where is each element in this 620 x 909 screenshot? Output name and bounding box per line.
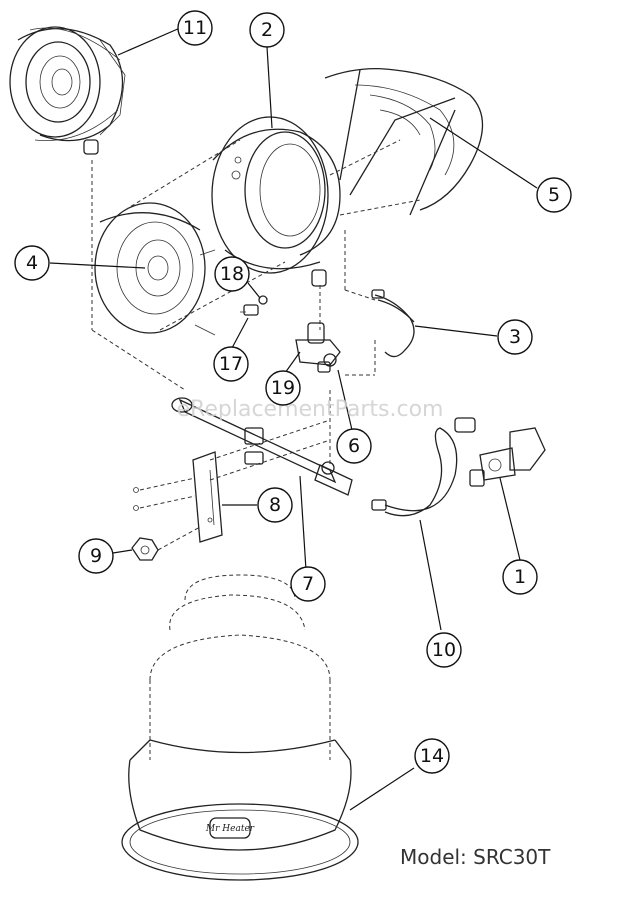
part-10-hose [371, 417, 476, 517]
callout-18-label: 18 [220, 263, 244, 285]
callout-4: 4 [14, 245, 50, 281]
part-5-wire-guard [324, 68, 484, 216]
callout-10-label: 10 [432, 639, 456, 661]
callout-14: 14 [414, 738, 450, 774]
callout-4-label: 4 [26, 252, 38, 274]
part-2-reflector [211, 116, 341, 287]
callout-18: 18 [214, 256, 250, 292]
callout-6: 6 [336, 428, 372, 464]
parts-17-18-fittings [240, 295, 268, 316]
callout-11: 11 [177, 10, 213, 46]
callout-1: 1 [502, 559, 538, 595]
assembly-dashed-lines [91, 139, 421, 481]
callout-1-label: 1 [514, 566, 526, 588]
part-1-regulator [469, 427, 546, 487]
callout-17: 17 [213, 346, 249, 382]
part-19-valve-block [295, 322, 341, 373]
part-9-knob [131, 526, 201, 561]
callout-5-label: 5 [548, 184, 560, 206]
part-11-heater-head [9, 26, 126, 155]
model-label: Model: SRC30T [400, 845, 551, 869]
leader-lines [49, 27, 538, 811]
callout-3-label: 3 [509, 326, 521, 348]
callout-5: 5 [536, 177, 572, 213]
part-4-rear-guard [94, 202, 216, 336]
callout-14-label: 14 [420, 745, 444, 767]
part-8-bracket [133, 451, 223, 543]
callout-11-label: 11 [183, 17, 207, 39]
callout-9: 9 [78, 538, 114, 574]
callout-19: 19 [265, 370, 301, 406]
callout-3: 3 [497, 319, 533, 355]
part-14-tank [121, 574, 359, 881]
callout-2: 2 [249, 12, 285, 48]
part-3-tube [371, 289, 415, 358]
callout-2-label: 2 [261, 19, 273, 41]
callout-10: 10 [426, 632, 462, 668]
callout-7: 7 [290, 566, 326, 602]
callout-9-label: 9 [90, 545, 102, 567]
callout-8-label: 8 [269, 494, 281, 516]
callout-6-label: 6 [348, 435, 360, 457]
callout-8: 8 [257, 487, 293, 523]
callout-7-label: 7 [302, 573, 314, 595]
callout-19-label: 19 [271, 377, 295, 399]
brand-logo-text: Mr Heater [205, 824, 255, 834]
watermark-text: eReplacementParts.com [177, 397, 444, 422]
part-7-manifold [171, 397, 353, 496]
callout-17-label: 17 [219, 353, 243, 375]
